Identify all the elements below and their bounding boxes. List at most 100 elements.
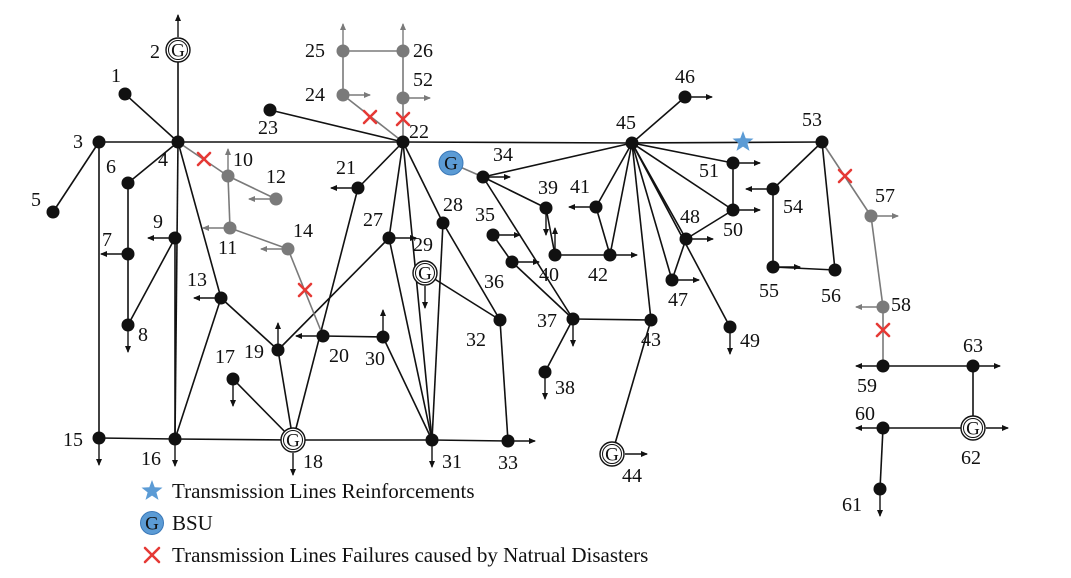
bus-label-3: 3 [73,131,83,153]
bus-label-40: 40 [539,264,559,286]
bus-19 [271,343,285,357]
line-34-37 [482,176,574,320]
bus-label-1: 1 [111,65,121,87]
bus-59 [876,359,890,373]
bus-label-42: 42 [588,264,608,286]
bus-label-54: 54 [783,196,803,218]
star-icon [141,480,163,500]
bus-label-22: 22 [409,121,429,143]
generator-letter: G [605,445,619,466]
legend-item-bsu: G BSU [140,511,213,535]
faulted-line-10-11 [227,175,231,229]
bus-9 [168,231,182,245]
bus-15 [92,431,106,445]
bus-label-7: 7 [102,229,112,251]
line-45-51 [631,142,734,164]
bus-label-4: 4 [158,149,168,171]
bus-label-10: 10 [233,149,253,171]
faulted-line-11-14 [229,227,289,250]
bus-34 [476,170,490,184]
line-8-9 [127,237,176,326]
failure-cross-icon [362,109,378,125]
line-16-18 [174,438,294,441]
bus-label-9: 9 [153,211,163,233]
bus-label-35: 35 [475,204,495,226]
bus-label-39: 39 [538,177,558,199]
bus-4 [171,135,185,149]
bus-label-32: 32 [466,329,486,351]
bus-label-31: 31 [442,451,462,473]
cross-icon [143,546,161,564]
bus-45 [625,136,639,150]
bus-label-37: 37 [537,310,557,332]
bus-28 [436,216,450,230]
legend-label: Transmission Lines Failures caused by Na… [172,543,648,567]
bus-label-20: 20 [329,345,349,367]
bus-46 [678,90,692,104]
line-45-43 [631,142,652,321]
bus-label-46: 46 [675,66,695,88]
bus-50 [726,203,740,217]
bus-label-24: 24 [305,84,325,106]
legend-label: BSU [172,511,213,535]
line-34-45 [482,142,633,178]
bus-52 [396,91,410,105]
bus-label-38: 38 [555,377,575,399]
bus-label-2: 2 [150,41,160,63]
bus-11 [223,221,237,235]
bus-label-56: 56 [821,285,841,307]
bus-5 [46,205,60,219]
legend-item-reinforcement: Transmission Lines Reinforcements [141,479,475,503]
bus-label-52: 52 [413,69,433,91]
event-markers [196,109,891,338]
bus-label-6: 6 [106,156,116,178]
line-3-5 [52,141,100,213]
bus-label-59: 59 [857,375,877,397]
line-27-31 [388,237,433,441]
generator-letter: G [418,264,432,285]
line-4-16 [174,141,179,440]
line-39-40 [545,207,556,256]
generator-2: G [165,37,191,63]
bus-label-58: 58 [891,294,911,316]
generator-letter: G [171,41,185,62]
bus-60 [876,421,890,435]
bus-33 [501,434,515,448]
bus-37 [566,312,580,326]
line-31-33 [431,439,509,442]
bus-label-13: 13 [187,269,207,291]
legend-label: Transmission Lines Reinforcements [172,479,475,503]
failure-cross-icon [196,151,212,167]
line-37-38 [544,318,574,373]
bsu-icon: G [140,511,164,535]
line-4-6 [127,141,179,184]
bus-label-61: 61 [842,494,862,516]
generator-29: G [412,260,438,286]
bus-label-18: 18 [303,451,323,473]
bus-35 [486,228,500,242]
generator-letter: G [286,431,300,452]
bus-57 [864,209,878,223]
bus-label-14: 14 [293,220,313,242]
reinforcement-star-icon [732,131,754,151]
bus-56 [828,263,842,277]
line-4-13 [177,141,222,299]
line-45-42 [609,142,633,256]
line-53-56 [821,141,836,271]
bus-48 [679,232,693,246]
bus-27 [382,231,396,245]
bus-label-19: 19 [244,341,264,363]
bus-label-49: 49 [740,330,760,352]
bus-21 [351,181,365,195]
line-28-32 [442,222,501,321]
generator-62: G [960,415,986,441]
bus-40 [548,248,562,262]
line-45-47 [631,142,673,281]
faulted-line-14-20 [287,248,324,337]
bus-26 [396,44,410,58]
line-53-54 [772,141,823,190]
bus-label-43: 43 [641,329,661,351]
